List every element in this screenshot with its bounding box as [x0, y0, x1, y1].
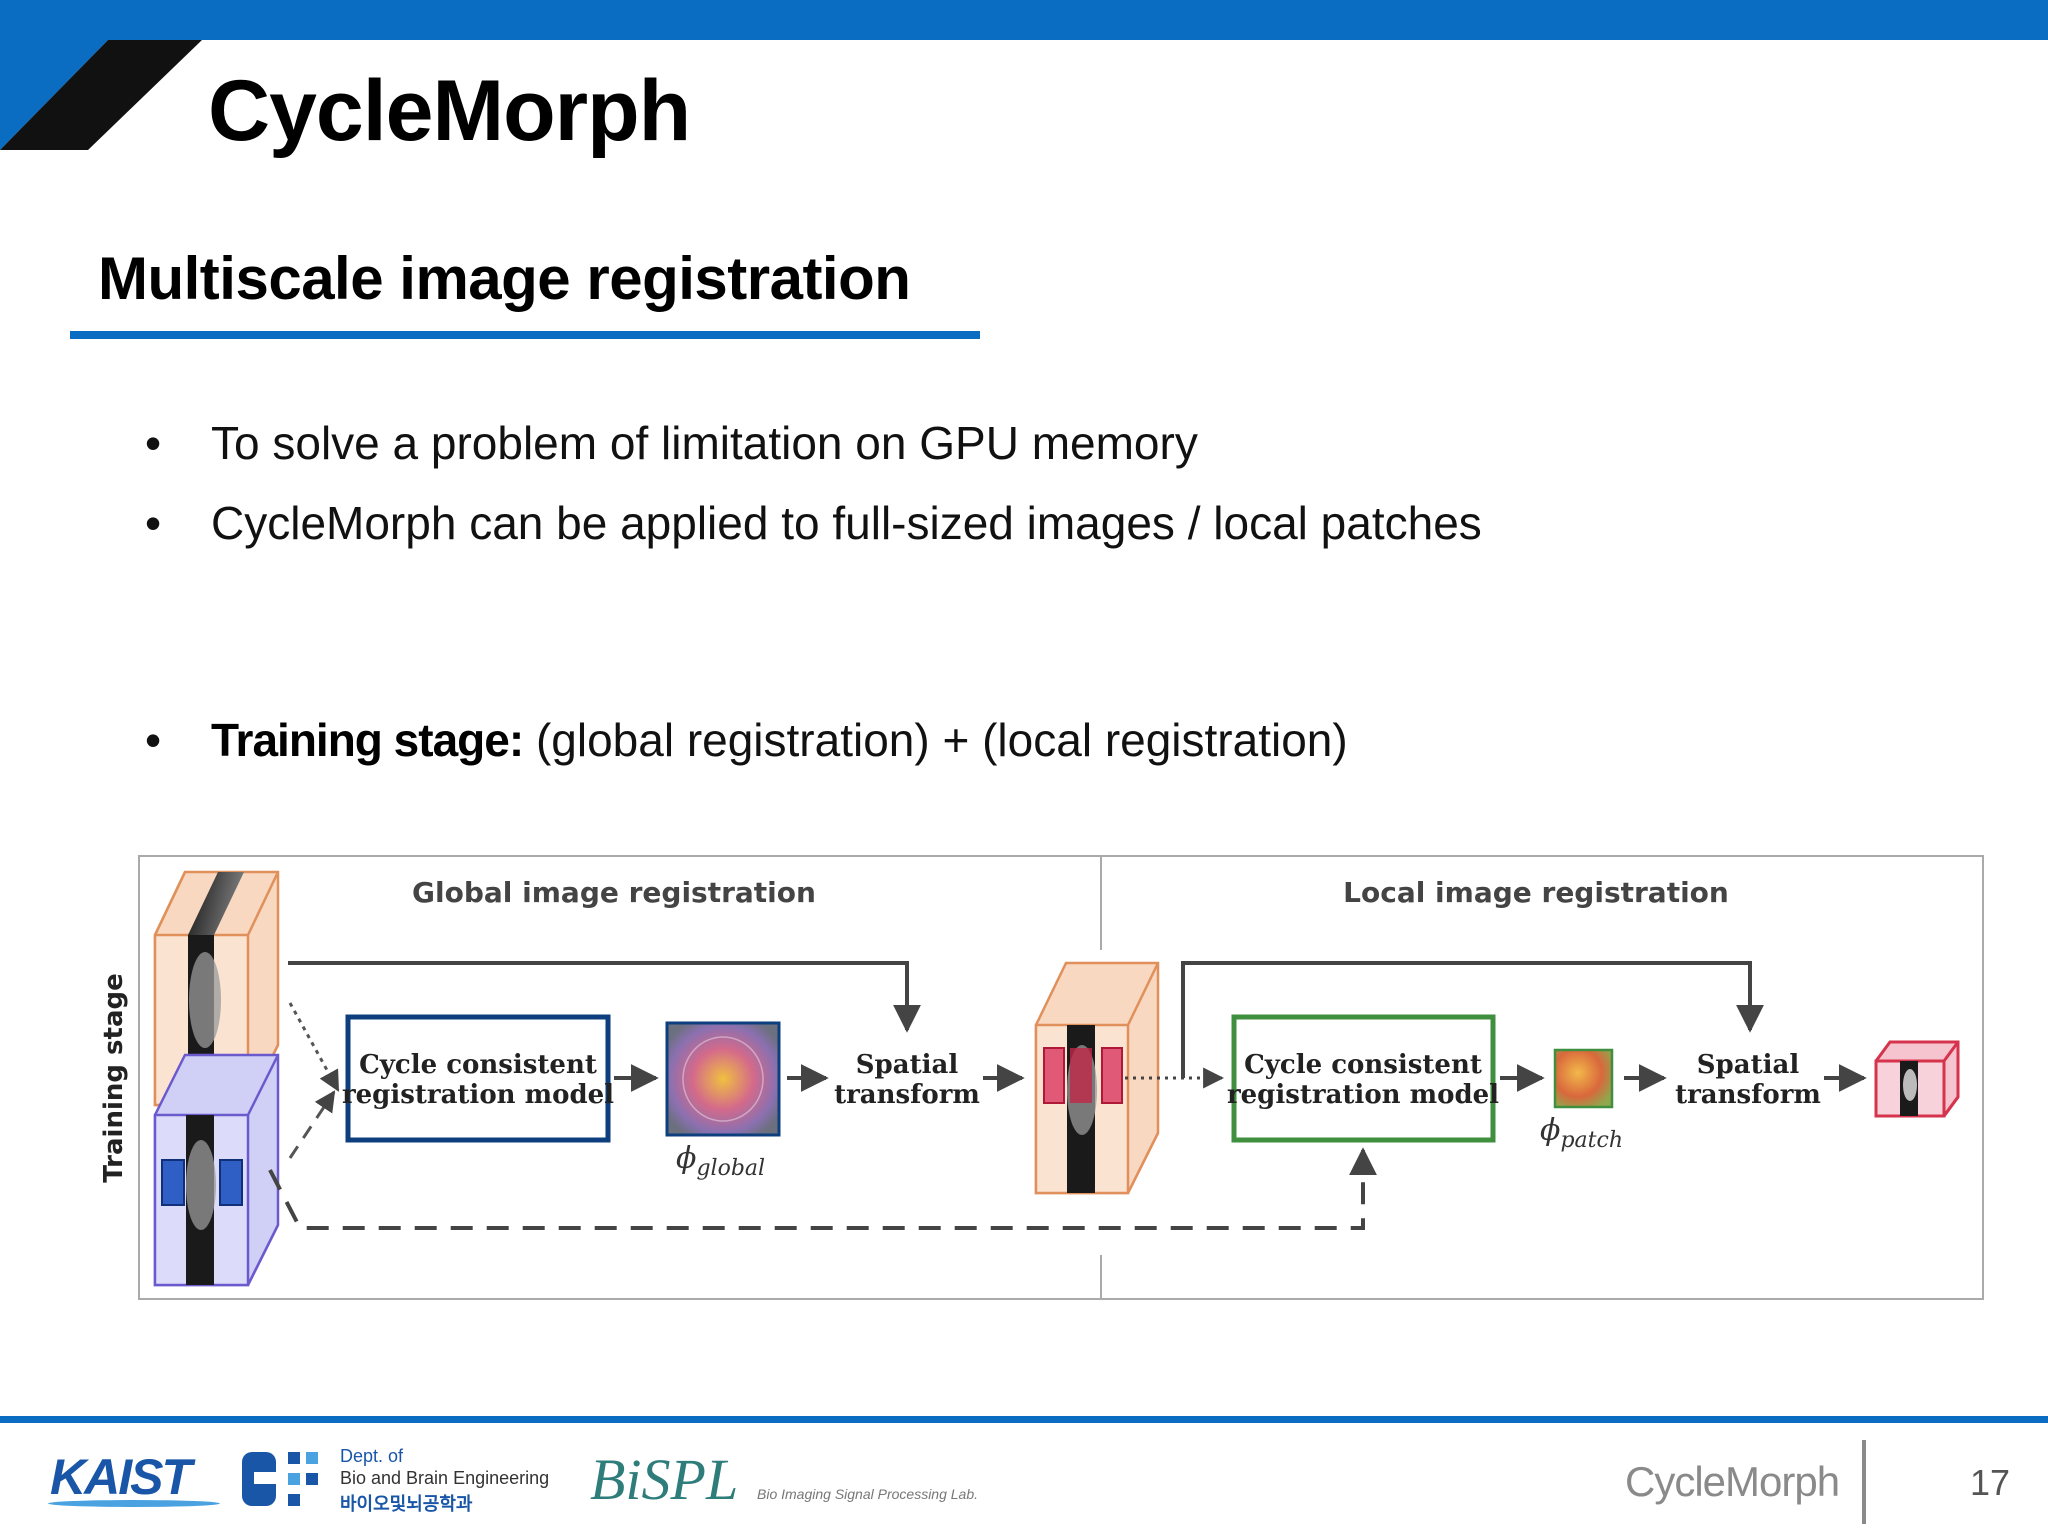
local-heading: Local image registration — [1343, 876, 1729, 909]
global-deformation-field — [665, 1021, 781, 1137]
bullet-label: Training stage: — [211, 714, 524, 766]
local-transform-line2: transform — [1675, 1080, 1821, 1110]
dept-name-line: 바이오및뇌공학과 — [340, 1494, 473, 1514]
kaist-logo: KAIST — [50, 1449, 192, 1505]
dept-name-line: Bio and Brain Engineering — [340, 1468, 550, 1488]
slide-title: CycleMorph — [208, 63, 691, 159]
footer-title: CycleMorph — [1625, 1458, 1840, 1505]
bispl-logo: BiSPL — [590, 1447, 739, 1512]
corner-decoration — [0, 40, 202, 150]
kaist-logo-swoosh — [48, 1500, 220, 1507]
global-model-box — [345, 1014, 611, 1143]
dept-logo-icon — [242, 1452, 318, 1506]
footer-accent-line — [0, 1416, 2048, 1423]
local-transform-line1: Spatial — [1697, 1050, 1800, 1080]
global-transform-line1: Spatial — [856, 1050, 959, 1080]
local-model-line2: registration model — [1227, 1080, 1499, 1110]
training-stage-label: Training stage — [99, 973, 129, 1182]
bullet-dot: • — [145, 497, 162, 549]
bullet-item: • CycleMorph can be applied to full-sized… — [145, 496, 1482, 550]
bullet-dot: • — [145, 417, 162, 469]
bullet-text: (global registration) + (local registrat… — [523, 714, 1348, 766]
global-model-line1: Cycle consistent — [359, 1050, 597, 1080]
dept-name-line: Dept. of — [340, 1446, 404, 1466]
local-model-box — [1231, 1014, 1496, 1143]
phi-global-label: ϕglobal — [676, 1141, 765, 1181]
warped-volume — [1034, 961, 1160, 1195]
top-accent-bar — [0, 0, 2048, 40]
bullet-item: • Training stage: (global registration) +… — [145, 713, 1348, 767]
page-number: 17 — [1970, 1462, 2011, 1503]
bullet-text: CycleMorph can be applied to full-sized … — [211, 497, 1482, 549]
section-underline — [70, 331, 980, 339]
bullet-dot: • — [145, 714, 162, 766]
local-model-line1: Cycle consistent — [1244, 1050, 1482, 1080]
fixed-volume — [153, 870, 280, 1107]
phi-patch-label: ϕpatch — [1540, 1113, 1623, 1153]
global-transform-line2: transform — [834, 1080, 980, 1110]
global-heading: Global image registration — [412, 876, 816, 909]
patch-deformation-field — [1553, 1048, 1614, 1109]
bispl-subtitle: Bio Imaging Signal Processing Lab. — [757, 1486, 979, 1502]
section-heading: Multiscale image registration — [98, 245, 911, 312]
bullet-text: To solve a problem of limitation on GPU … — [211, 417, 1198, 469]
global-model-line2: registration model — [342, 1080, 614, 1110]
moving-volume — [153, 1053, 280, 1287]
warped-patch — [1874, 1040, 1960, 1118]
bullet-item: • To solve a problem of limitation on GPU… — [145, 416, 1198, 470]
footer-divider — [1862, 1440, 1866, 1524]
